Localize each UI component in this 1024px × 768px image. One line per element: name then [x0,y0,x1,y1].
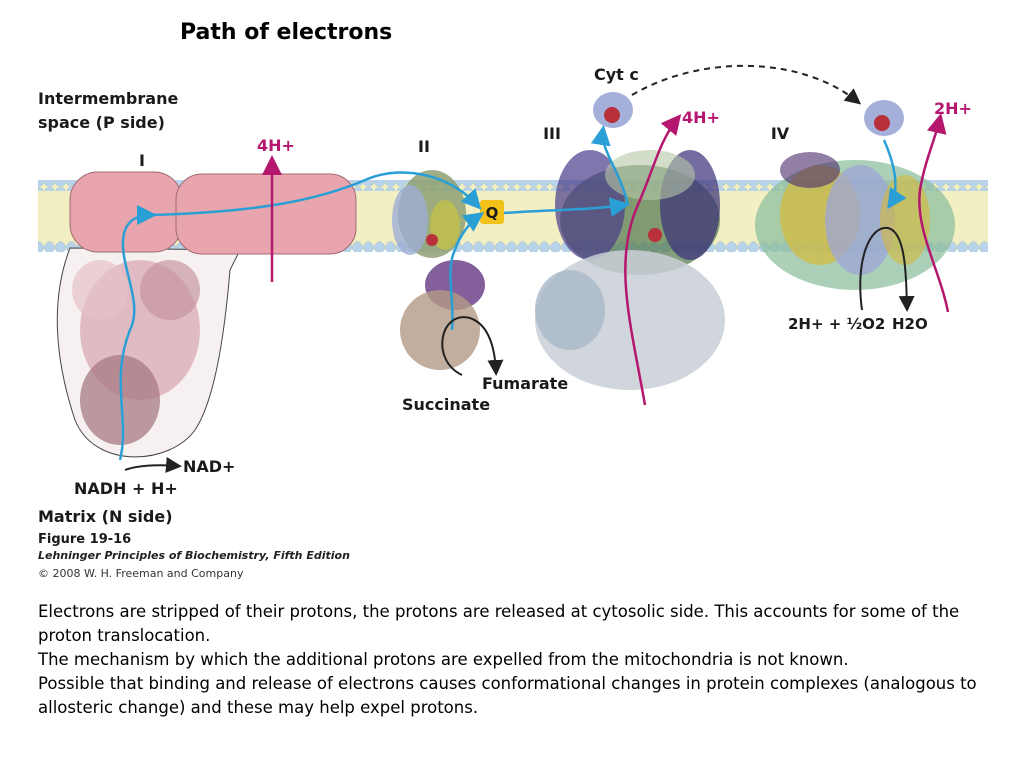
reaction-reactants-label: 2H+ + ½O2 [788,315,885,333]
complex-IV-label: IV [771,124,790,143]
q-label: Q [486,204,499,222]
nad-label: NAD+ [183,457,235,476]
intermembrane-label-1: Intermembrane [38,89,178,108]
two-h-label: 2H+ [934,99,972,118]
figure-number: Figure 19-16 [38,532,131,547]
matrix-label: Matrix (N side) [38,507,173,526]
succinate-label: Succinate [402,395,490,414]
water-label: H2O [892,315,928,333]
complex-I-matrix-arm [72,260,200,445]
complex-II [392,170,485,370]
complex-III-label: III [543,124,561,143]
complex-I [56,171,357,458]
cyt-c-transfer-arrow [631,64,862,105]
complex-III [535,150,725,390]
electron-path [118,125,907,461]
nadh-label: NADH + H+ [74,479,178,498]
complex-I-label: I [139,151,145,170]
proton-path [262,113,950,406]
intermembrane-label-2: space (P side) [38,113,165,132]
cyt-c-protein [593,92,633,128]
four-h-label-2: 4H+ [682,108,720,127]
cyt-c-protein-2 [864,100,904,136]
complex-II-label: II [418,137,430,156]
four-h-label-1: 4H+ [257,136,295,155]
q-box: Q [480,200,504,224]
caption-line-1: Electrons are stripped of their protons,… [38,602,960,645]
substrate-arrows [124,226,915,473]
figure-copyright: © 2008 W. H. Freeman and Company [38,567,244,580]
caption-line-2: The mechanism by which the additional pr… [38,650,849,669]
fumarate-label: Fumarate [482,374,568,393]
slide-caption: Electrons are stripped of their protons,… [38,600,998,720]
page-title: Path of electrons [180,20,393,45]
caption-line-3: Possible that binding and release of ele… [38,674,977,717]
figure-book: Lehninger Principles of Biochemistry, Fi… [38,549,350,562]
electron-transport-diagram: Q Intermembrane space (P side) I II III … [38,64,988,580]
cyt-c-label: Cyt c [594,65,639,84]
